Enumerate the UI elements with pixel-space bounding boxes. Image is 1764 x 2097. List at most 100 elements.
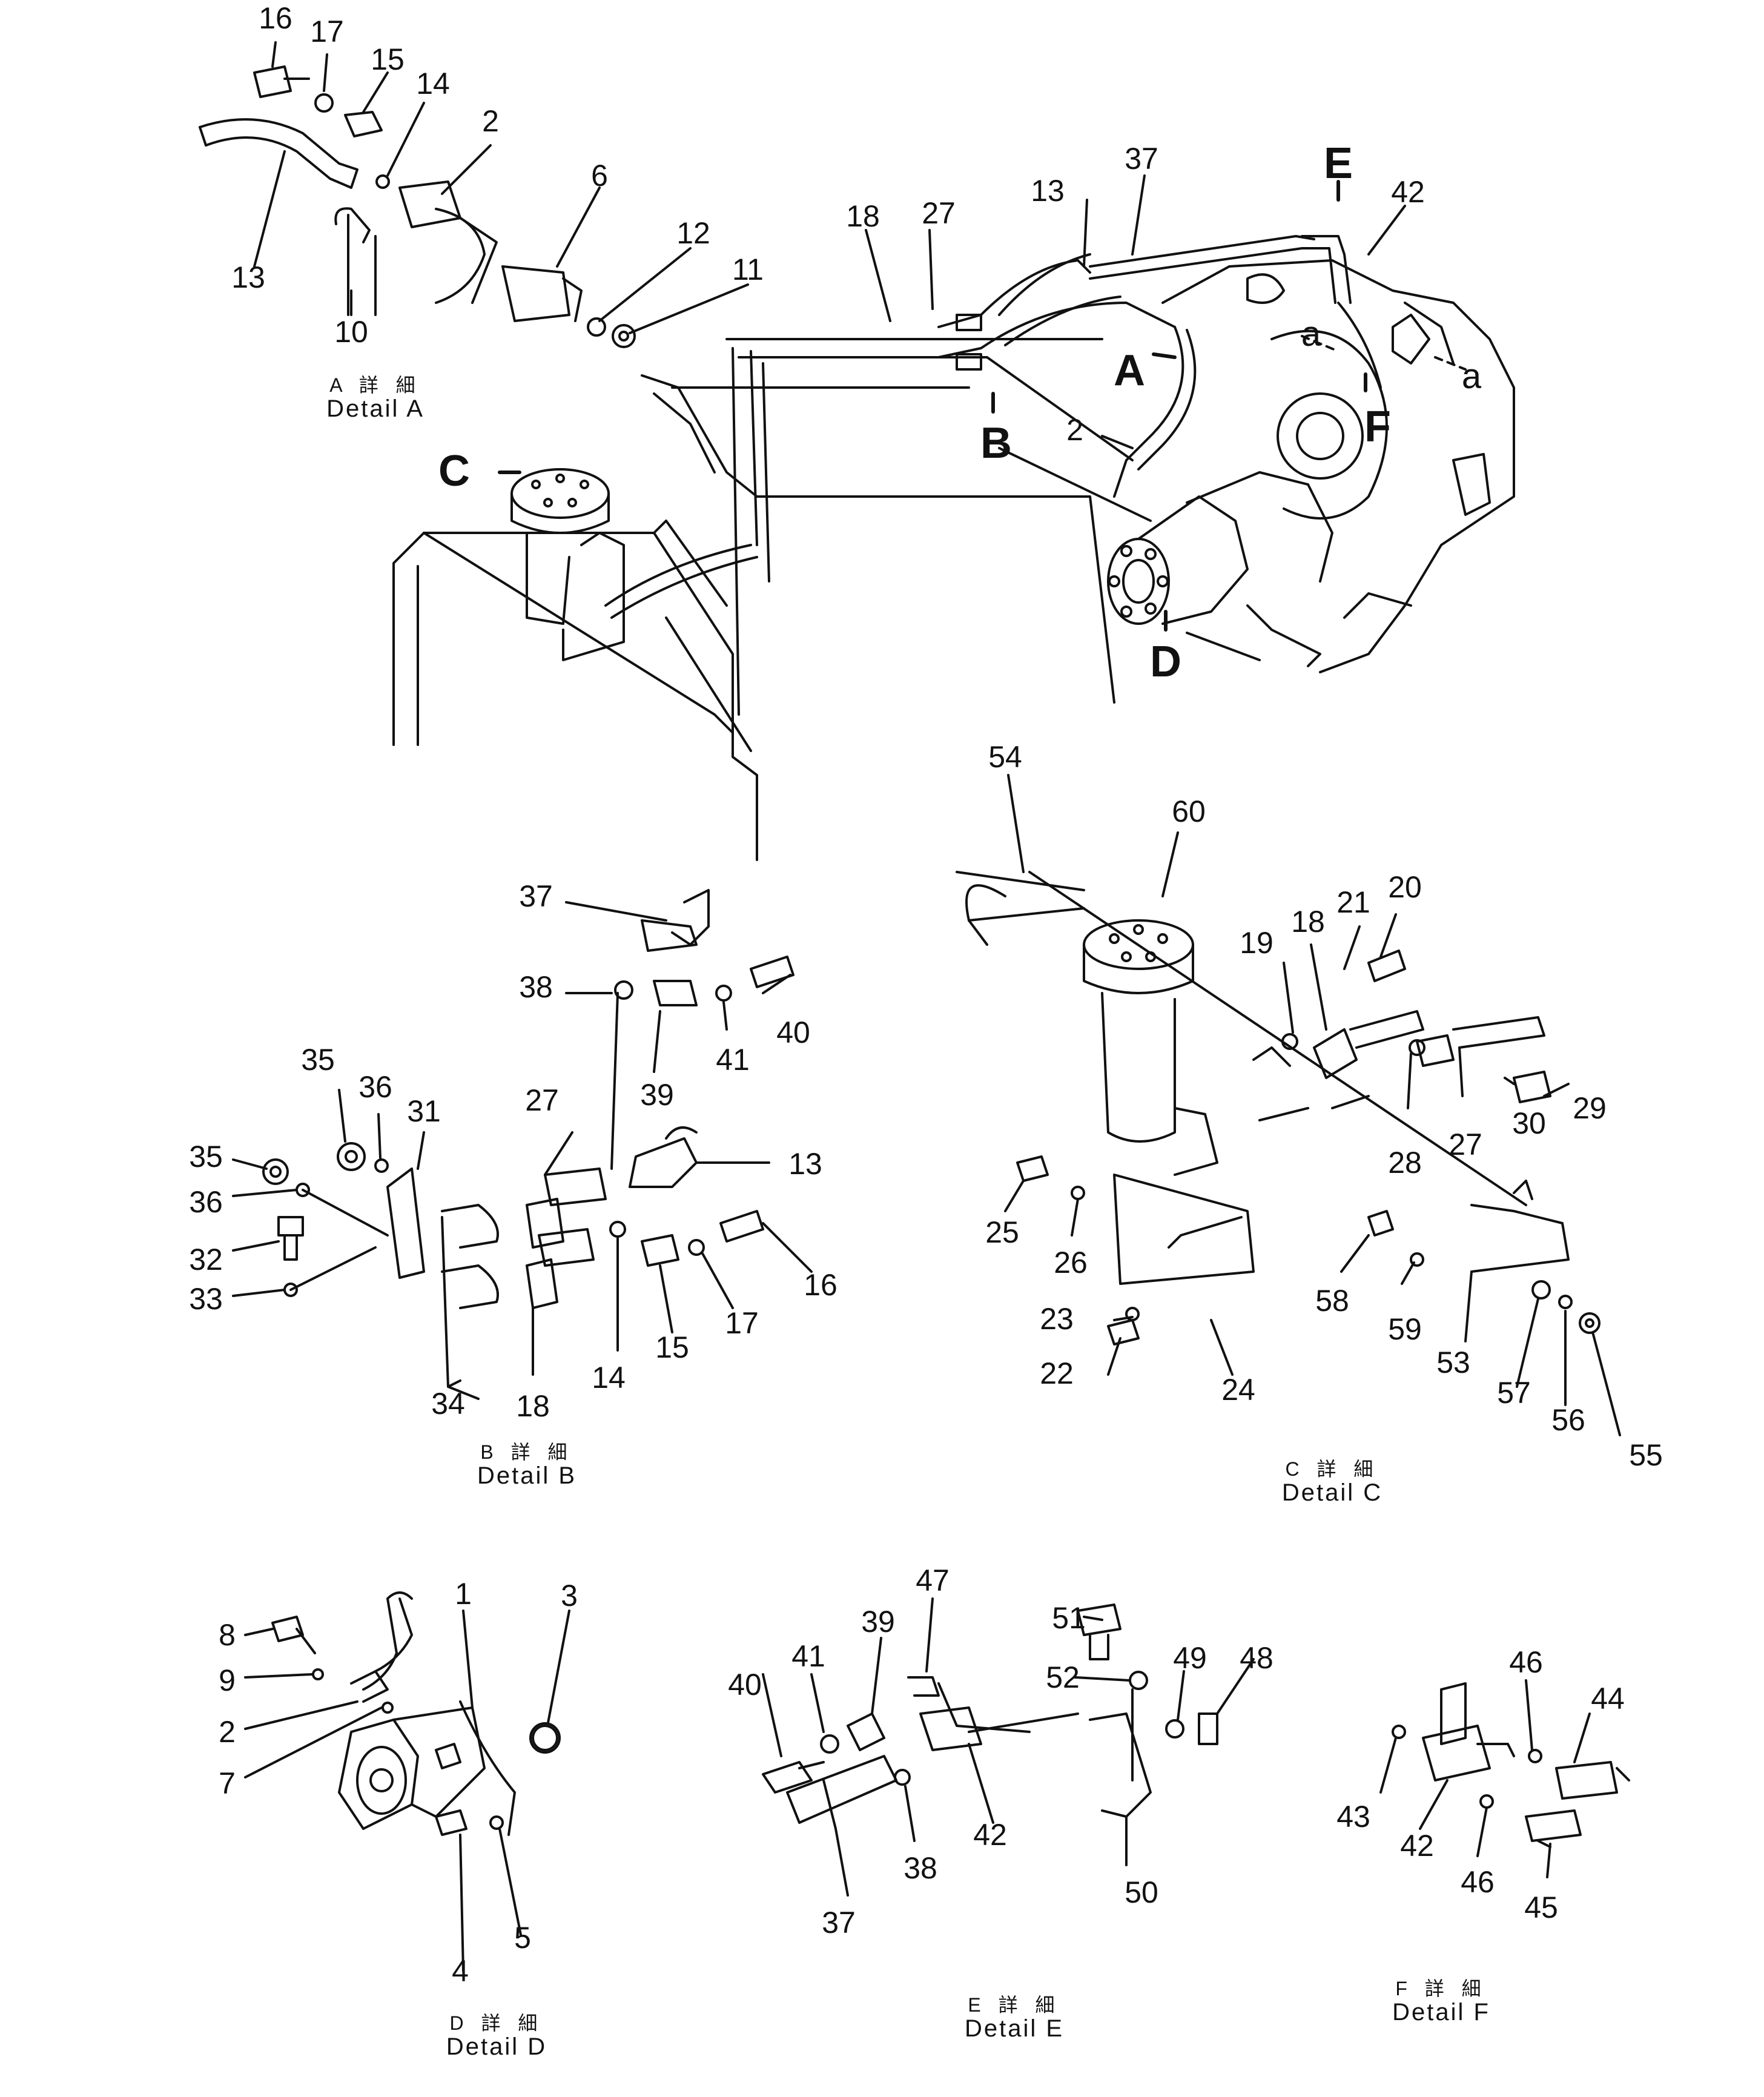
callout-35-b-top: 35 xyxy=(301,1043,335,1077)
callout-40-e: 40 xyxy=(728,1668,762,1702)
view-arrow-f-label: F xyxy=(1364,403,1391,451)
detail-b-caption-en: Detail B xyxy=(477,1462,577,1489)
callout-21-c: 21 xyxy=(1336,885,1370,919)
callout-42-f: 42 xyxy=(1400,1829,1434,1863)
callout-16-b: 16 xyxy=(804,1268,837,1302)
detail-c-caption-ja: C 詳 細 xyxy=(1285,1458,1379,1480)
detail-d-drawing xyxy=(244,1591,570,1972)
callout-13-main: 13 xyxy=(1031,174,1065,208)
callout-27-c: 27 xyxy=(1449,1128,1482,1161)
callout-52-e: 52 xyxy=(1046,1660,1080,1694)
detail-f-caption: F 詳 細 Detail F xyxy=(1392,1978,1490,2026)
callout-17-b: 17 xyxy=(725,1306,759,1340)
detail-a-drawing xyxy=(199,41,749,348)
callout-31-b: 31 xyxy=(407,1094,441,1128)
callout-37-b: 37 xyxy=(519,879,553,913)
callout-40-b: 40 xyxy=(776,1015,810,1049)
detail-a-caption-en: Detail A xyxy=(326,395,424,422)
detail-e-caption-en: Detail E xyxy=(964,2015,1065,2042)
callout-20-c: 20 xyxy=(1388,870,1422,904)
callout-36-b-left: 36 xyxy=(189,1185,223,1219)
callout-14-a: 14 xyxy=(416,67,450,101)
callout-1-d: 1 xyxy=(455,1577,472,1611)
detail-f-drawing xyxy=(1379,1679,1630,1878)
callout-15-b: 15 xyxy=(655,1330,689,1364)
callout-46-f-top: 46 xyxy=(1509,1645,1543,1679)
detail-c-caption: C 詳 細 Detail C xyxy=(1282,1459,1382,1505)
callout-18-b: 18 xyxy=(516,1389,550,1423)
callout-27-main: 27 xyxy=(922,196,956,230)
callout-35-b-left: 35 xyxy=(189,1140,223,1174)
callout-7-d: 7 xyxy=(219,1766,236,1800)
detail-d-caption-ja: D 詳 細 xyxy=(449,2012,544,2034)
callout-38-e: 38 xyxy=(903,1851,937,1885)
view-arrow-c-label: C xyxy=(438,447,470,495)
callout-29-c: 29 xyxy=(1573,1091,1607,1125)
detail-b-caption: B 詳 細 Detail B xyxy=(477,1442,576,1488)
callout-26-c: 26 xyxy=(1054,1246,1088,1280)
callout-37-main: 37 xyxy=(1125,142,1158,176)
callout-57-c: 57 xyxy=(1497,1376,1531,1410)
detail-f-caption-ja: F 詳 細 xyxy=(1395,1978,1487,2000)
callout-9-d: 9 xyxy=(219,1663,236,1697)
detail-e-caption: E 詳 細 Detail E xyxy=(965,1995,1064,2041)
callout-4-d: 4 xyxy=(452,1954,469,1988)
callout-a-left: a xyxy=(1301,314,1321,354)
callout-32-b: 32 xyxy=(189,1243,223,1276)
callout-10-a: 10 xyxy=(334,315,368,349)
callout-3-d: 3 xyxy=(561,1579,578,1613)
callout-39-b: 39 xyxy=(640,1078,674,1112)
callout-17-a: 17 xyxy=(310,15,344,48)
callout-55-c: 55 xyxy=(1629,1438,1663,1472)
callout-18-c: 18 xyxy=(1291,905,1325,939)
detail-e-caption-ja: E 詳 細 xyxy=(968,1994,1061,2016)
callout-39-e: 39 xyxy=(861,1605,895,1639)
detail-d-caption: D 詳 細 Detail D xyxy=(446,2013,547,2059)
callout-22-c: 22 xyxy=(1040,1356,1074,1390)
view-arrow-d-label: D xyxy=(1150,638,1181,686)
callout-14-b: 14 xyxy=(592,1361,626,1395)
view-arrow-e-label: E xyxy=(1323,139,1353,188)
callout-47-e: 47 xyxy=(916,1564,950,1597)
callout-19-c: 19 xyxy=(1240,926,1273,960)
callout-37-e: 37 xyxy=(822,1906,856,1940)
callout-48-e: 48 xyxy=(1240,1641,1273,1675)
callout-43-f: 43 xyxy=(1336,1800,1370,1834)
detail-b-drawing xyxy=(232,889,813,1400)
callout-6-a: 6 xyxy=(591,159,608,193)
callout-5-d: 5 xyxy=(514,1921,531,1955)
detail-f-caption-en: Detail F xyxy=(1392,1998,1490,2026)
callout-a-right: a xyxy=(1461,357,1482,396)
main-assembly-drawing xyxy=(392,174,1515,861)
callout-50-e: 50 xyxy=(1125,1875,1158,1909)
callout-42-main: 42 xyxy=(1391,175,1425,209)
callout-25-c: 25 xyxy=(985,1215,1019,1249)
callout-8-d: 8 xyxy=(219,1618,236,1652)
detail-a-caption-ja: A 詳 細 xyxy=(329,374,421,396)
callout-18-main: 18 xyxy=(846,199,880,233)
callout-27-b: 27 xyxy=(525,1083,559,1117)
callout-2-main: 2 xyxy=(1066,413,1083,447)
callout-41-e: 41 xyxy=(791,1639,825,1673)
callout-13-a: 13 xyxy=(231,260,265,294)
callout-41-b: 41 xyxy=(716,1043,750,1077)
callout-33-b: 33 xyxy=(189,1282,223,1316)
detail-c-drawing xyxy=(956,774,1621,1436)
callout-28-c: 28 xyxy=(1388,1146,1422,1180)
callout-2-d: 2 xyxy=(219,1715,236,1749)
callout-59-c: 59 xyxy=(1388,1312,1422,1346)
callout-23-c: 23 xyxy=(1040,1302,1074,1336)
callout-11-a: 11 xyxy=(732,253,764,286)
detail-c-caption-en: Detail C xyxy=(1281,1479,1383,1506)
callout-45-f: 45 xyxy=(1524,1891,1558,1924)
callout-34-b: 34 xyxy=(431,1387,465,1421)
detail-b-caption-ja: B 詳 細 xyxy=(480,1441,573,1463)
callout-30-c: 30 xyxy=(1512,1106,1546,1140)
callout-44-f: 44 xyxy=(1591,1682,1625,1716)
callout-58-c: 58 xyxy=(1315,1284,1349,1318)
callout-60-c: 60 xyxy=(1172,794,1206,828)
callout-53-c: 53 xyxy=(1436,1346,1470,1379)
detail-d-caption-en: Detail D xyxy=(446,2033,547,2060)
